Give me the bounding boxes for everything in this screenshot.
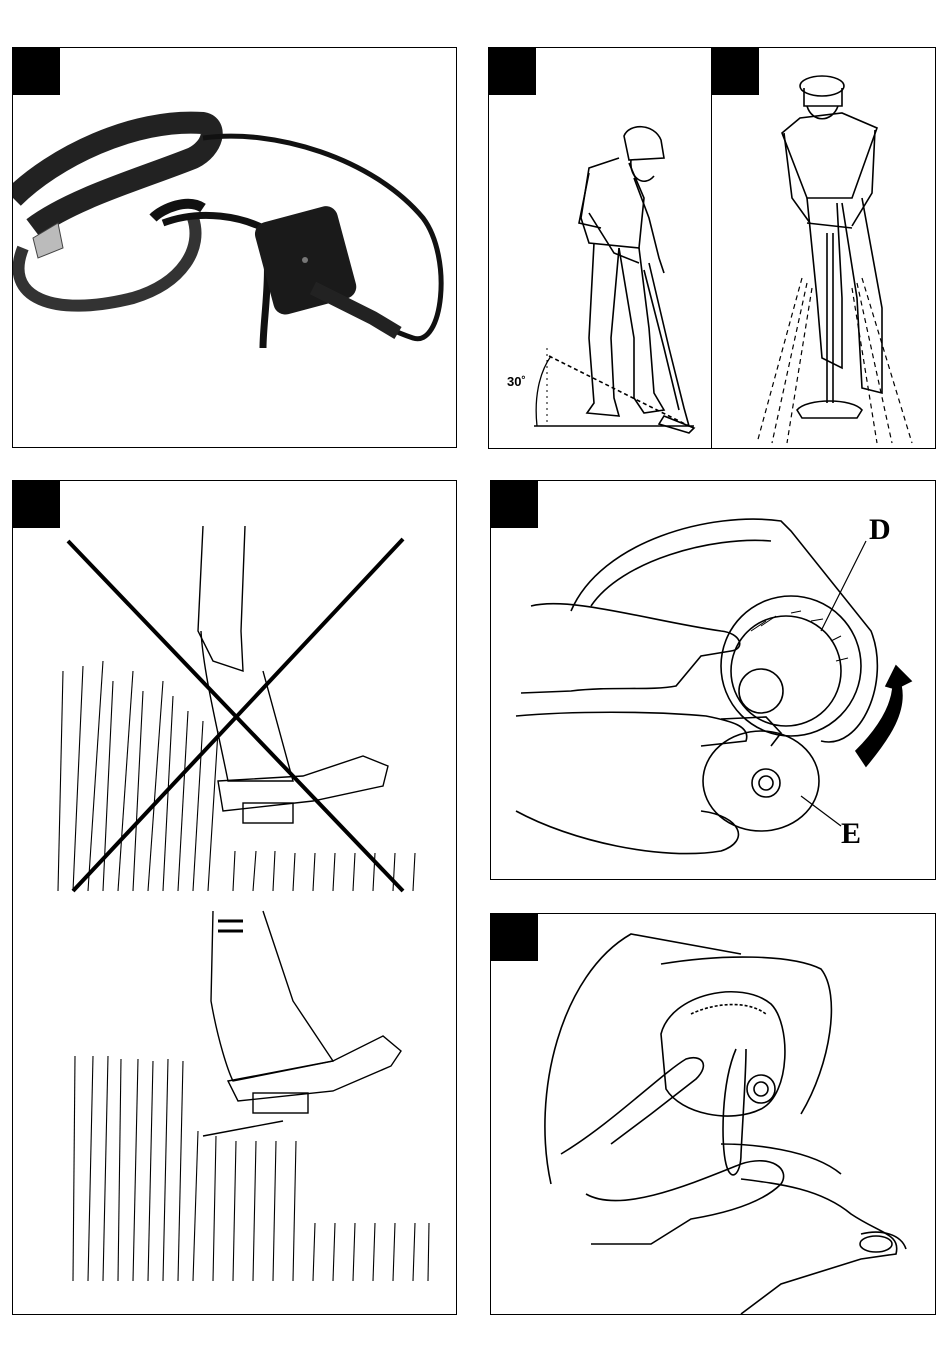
panel-line-threading [490, 913, 936, 1315]
line-threading-illustration [491, 914, 936, 1315]
panel-spool-removal: D E [490, 480, 936, 880]
correct-technique-scene [73, 911, 429, 1281]
cutting-technique-illustration [13, 481, 457, 1315]
wrong-technique-scene [58, 526, 415, 891]
panel-operator-front [711, 47, 936, 449]
panel-operator-side: 30˚ [488, 47, 712, 449]
panel-cable-photo [12, 47, 457, 448]
operator-side-illustration: 30˚ [489, 48, 712, 449]
label-e: E [841, 817, 861, 850]
spool-removal-illustration: D E [491, 481, 936, 880]
label-d: D [869, 513, 891, 546]
panel-cutting-technique [12, 480, 457, 1315]
operator-front-illustration [712, 48, 936, 449]
cable-photo [13, 48, 457, 448]
angle-label: 30˚ [507, 374, 526, 389]
